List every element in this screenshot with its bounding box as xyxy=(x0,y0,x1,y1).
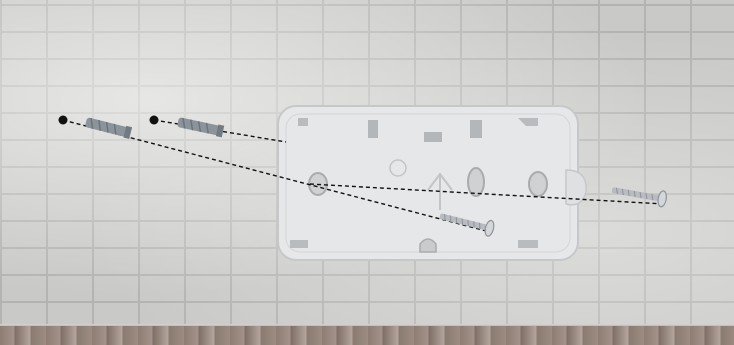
top-slot xyxy=(368,120,378,138)
bottom-notch xyxy=(420,239,436,252)
wall-anchor-plug xyxy=(177,116,224,137)
oval-hole xyxy=(529,172,547,196)
wall-anchor-plug xyxy=(85,116,133,139)
top-slot xyxy=(424,132,442,142)
oval-hole xyxy=(468,168,484,196)
mounting-plate xyxy=(278,106,586,260)
corner-clip xyxy=(290,240,308,248)
corner-clip xyxy=(518,240,538,248)
mounting-screw xyxy=(611,182,668,207)
top-slot xyxy=(470,120,482,138)
